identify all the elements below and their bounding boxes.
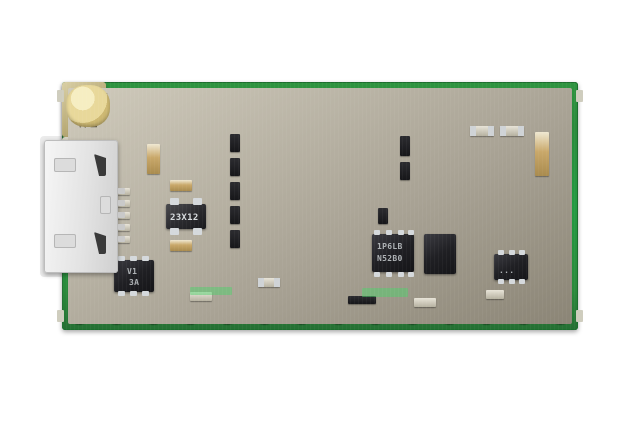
chip-capacitor: [378, 208, 388, 224]
chip-resistor: [170, 240, 192, 251]
pushbutton-tab: [57, 310, 64, 322]
regulator-lead: [408, 272, 414, 277]
chip-resistor: [170, 180, 192, 191]
usb-shell-slot: [54, 158, 76, 172]
chip-capacitor: [230, 158, 240, 176]
chip-capacitor: [486, 290, 504, 299]
chip-capacitor: [348, 296, 376, 304]
pushbutton-tab: [57, 90, 64, 102]
right-soic-lead: [498, 279, 504, 284]
resistor-terminal: [487, 126, 494, 136]
soic-power-chip: V1 3A: [114, 260, 154, 292]
sot23-lead: [170, 228, 179, 235]
chip-capacitor: [230, 134, 240, 152]
usb-shield-tab: [118, 200, 125, 206]
regulator-lead: [386, 272, 392, 277]
chip-capacitor: [258, 278, 280, 287]
regulator-lead: [408, 230, 414, 235]
usb-latch: [94, 232, 106, 254]
right-soic-chip: ···: [494, 254, 528, 280]
usb-centre-slot: [100, 196, 111, 214]
regulator-code-1: 1P6LB: [377, 242, 403, 251]
capacitor-terminal: [274, 278, 280, 287]
regulator-lead: [398, 230, 404, 235]
usb-latch: [94, 154, 106, 176]
soic-code-2: 3A: [129, 278, 140, 287]
soic-code-1: V1: [127, 267, 138, 276]
right-soic-lead: [498, 250, 504, 255]
resistor-terminal: [470, 126, 477, 136]
voltage-regulator: 1P6LB N52B0: [372, 234, 414, 272]
pushbutton-tab: [576, 90, 583, 102]
right-soic-lead: [509, 279, 515, 284]
regulator-lead: [386, 230, 392, 235]
inductor: [535, 132, 549, 176]
chip-resistor: [500, 126, 524, 136]
chip-resistor: [470, 126, 494, 136]
right-soic-lead: [519, 250, 525, 255]
pushbutton-dome[interactable]: [66, 85, 110, 127]
usb-shield-tab: [118, 224, 125, 230]
right-soic-mark: ···: [499, 268, 515, 277]
regulator-lead: [374, 272, 380, 277]
sot23-lead: [193, 228, 202, 235]
soic-lead: [130, 291, 137, 296]
sot23-lead: [193, 198, 202, 205]
usb-shield-tab: [118, 212, 125, 218]
resistor-terminal: [517, 126, 524, 136]
resistor-terminal: [500, 126, 507, 136]
usb-shell-slot: [54, 234, 76, 248]
right-soic-lead: [509, 250, 515, 255]
regulator-lead: [374, 230, 380, 235]
usb-shield-tab: [118, 236, 125, 242]
right-soic-lead: [519, 279, 525, 284]
sot23-transistor: 23X12: [166, 204, 206, 229]
shield-block: [424, 234, 456, 274]
soic-lead: [142, 256, 149, 261]
solder-mask-opening: [362, 288, 408, 297]
chip-capacitor: [230, 230, 240, 248]
chip-capacitor: [230, 206, 240, 224]
soic-lead: [118, 256, 125, 261]
sot23-label: 23X12: [170, 213, 199, 223]
chip-capacitor: [400, 136, 410, 156]
chip-capacitor: [400, 162, 410, 180]
pushbutton-tab: [576, 310, 583, 322]
regulator-lead: [398, 272, 404, 277]
micro-usb-connector[interactable]: [44, 140, 125, 273]
capacitor-terminal: [258, 278, 264, 287]
usb-shield-tab: [118, 188, 125, 194]
soic-lead: [130, 256, 137, 261]
soic-lead: [142, 291, 149, 296]
chip-capacitor: [414, 298, 436, 307]
sot23-lead: [170, 198, 179, 205]
soic-lead: [118, 291, 125, 296]
chip-capacitor: [190, 292, 212, 301]
inductor: [147, 144, 160, 174]
pcb-board: 5V 3V 22 21 20 19 18 17 16 15 14 0 1 2 3…: [57, 82, 583, 330]
chip-capacitor: [230, 182, 240, 200]
solder-mask-opening: [190, 287, 232, 295]
regulator-code-2: N52B0: [377, 254, 403, 263]
